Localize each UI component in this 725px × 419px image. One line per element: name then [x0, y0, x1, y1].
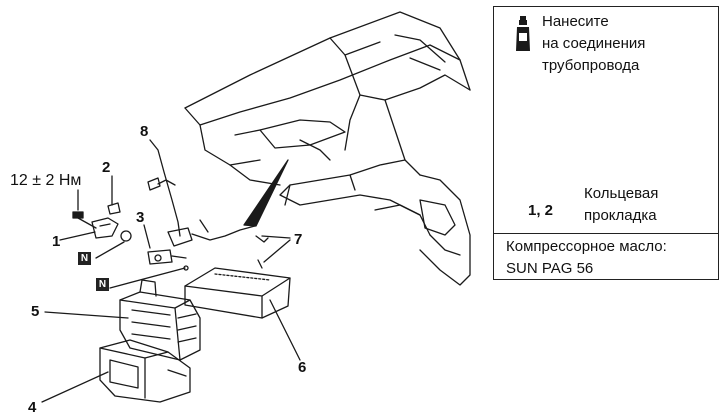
- apply-line-1: Нанесите: [542, 13, 609, 30]
- detail-parts-label: 1, 2: [528, 202, 554, 219]
- apply-instruction: Нанесите на соединения трубопровода: [542, 13, 645, 79]
- n-badge-upper: N: [78, 252, 91, 265]
- compressor-oil-spec: Компрессорное масло: SUN PAG 56: [506, 238, 667, 282]
- o-ring-label: Кольцевая прокладка: [584, 185, 658, 229]
- part-4-duct: [99, 339, 191, 403]
- part-5-housing: [119, 279, 201, 361]
- part-label-2: 2: [102, 159, 111, 176]
- oil-line-2: SUN PAG 56: [506, 260, 594, 277]
- part-3-sensor: [147, 249, 173, 265]
- part-label-6: 6: [298, 359, 307, 376]
- torque-spec: 12 ± 2 Нм: [10, 172, 82, 189]
- part-label-7: 7: [294, 231, 303, 248]
- info-panel: Нанесите на соединения трубопровода 1, 2…: [493, 6, 719, 280]
- o-ring-line-1: Кольцевая: [584, 185, 659, 202]
- harness-connector: [167, 227, 193, 247]
- pointer-wedge: [243, 159, 289, 227]
- panel-divider: [494, 233, 718, 234]
- part-label-3: 3: [136, 209, 145, 226]
- part-6-leader: [269, 299, 301, 361]
- part-label-8: 8: [140, 123, 149, 140]
- part-4-leader: [41, 371, 109, 403]
- oil-bottle-icon: [516, 16, 530, 51]
- part-label-5: 5: [31, 303, 40, 320]
- part-6-cover: [184, 267, 291, 319]
- apply-line-2: на соединения: [542, 35, 646, 52]
- part-label-1: 1: [52, 233, 61, 250]
- part-8-leader: [149, 139, 181, 237]
- part-5-leader: [44, 311, 129, 319]
- apply-line-3: трубопровода: [542, 57, 640, 74]
- dashboard-outline: [184, 11, 471, 286]
- part-7-leader-a: [261, 235, 291, 239]
- part-1-leader: [59, 231, 96, 241]
- part-3-leader: [143, 224, 151, 249]
- o-ring-line-2: прокладка: [584, 207, 657, 224]
- part-1-valve: [91, 217, 119, 239]
- part-7-leader-b: [263, 239, 291, 263]
- pin-rod: [109, 267, 186, 289]
- n-badge-lower: N: [96, 278, 109, 291]
- part-label-4: 4: [28, 399, 37, 416]
- oil-line-1: Компрессорное масло:: [506, 238, 667, 255]
